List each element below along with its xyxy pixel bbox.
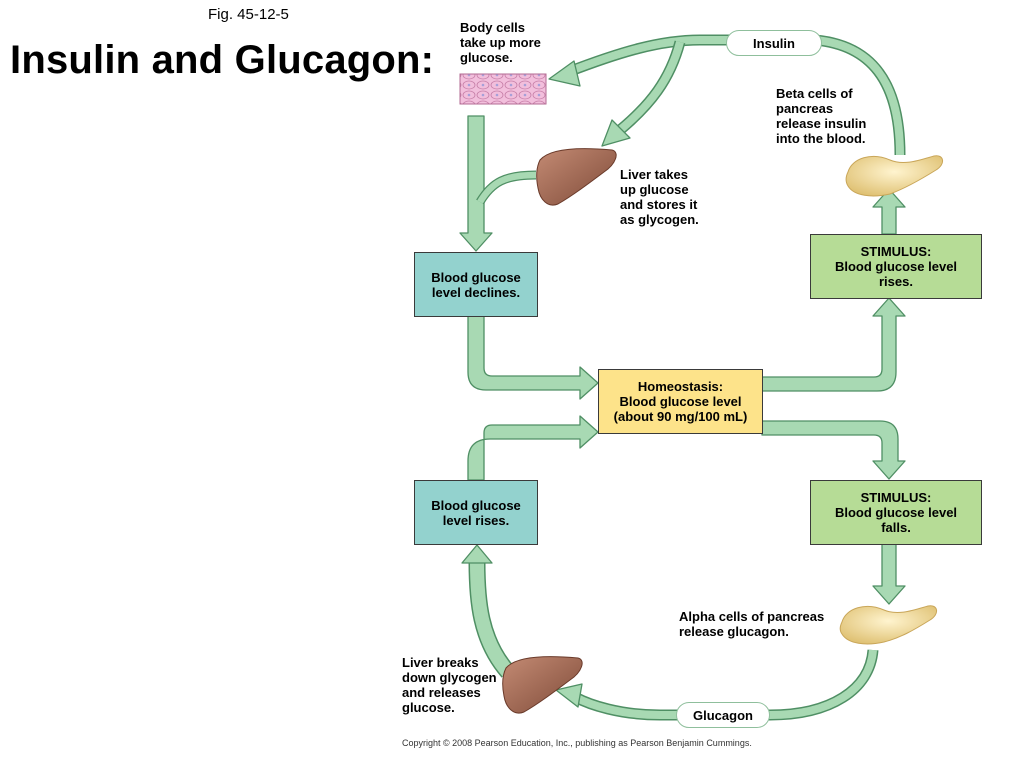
liver-bottom-image: [502, 656, 583, 714]
arrow-glucagon-head: [555, 683, 583, 708]
insulin-label: Insulin: [726, 30, 822, 56]
arrow-stimulus-to-pancreas: [872, 188, 906, 235]
stimulus-falls-box: STIMULUS: Blood glucose level falls.: [810, 480, 982, 545]
arrow-insulin-head: [548, 60, 581, 87]
liver-top-image: [536, 148, 617, 206]
figure-number: Fig. 45-12-5: [208, 6, 289, 23]
arrow-liver-merge-inner: [477, 171, 537, 204]
beta-cells-note: Beta cells of pancreas release insulin i…: [776, 86, 867, 146]
arrow-homeostasis-to-stimulus-rises: [761, 297, 906, 392]
glucose-rises-box: Blood glucose level rises.: [414, 480, 538, 545]
arrow-homeostasis-to-stimulus-falls: [761, 420, 906, 480]
arrow-declines-to-homeostasis: [467, 315, 599, 400]
homeostasis-box: Homeostasis: Blood glucose level (about …: [598, 369, 763, 434]
arrow-cells-to-declines: [459, 115, 493, 252]
copyright-notice: Copyright © 2008 Pearson Education, Inc.…: [402, 738, 752, 748]
pancreas-top-image: [845, 155, 943, 197]
arrow-liver-to-rises-inner: [470, 561, 514, 677]
arrow-insulin-branch-inner: [617, 40, 684, 134]
arrow-glucagon-inner: [573, 649, 877, 719]
liver-breaks-note: Liver breaks down glycogen and releases …: [402, 655, 497, 715]
arrow-liver-to-rises-head: [461, 544, 493, 564]
alpha-cells-note: Alpha cells of pancreas release glucagon…: [679, 609, 825, 639]
arrow-stimulus-falls-to-pancreas: [872, 543, 906, 605]
pancreas-bottom-image: [839, 605, 937, 645]
arrow-rises-to-homeostasis: [467, 415, 599, 481]
stimulus-rises-box: STIMULUS: Blood glucose level rises.: [810, 234, 982, 299]
body-cells-image: [459, 73, 547, 105]
slide-title: Insulin and Glucagon:: [10, 38, 435, 82]
body-cells-note: Body cells take up more glucose.: [460, 20, 541, 65]
liver-takes-note: Liver takes up glucose and stores it as …: [620, 167, 699, 227]
glucagon-label: Glucagon: [676, 702, 770, 728]
glucose-declines-box: Blood glucose level declines.: [414, 252, 538, 317]
arrow-insulin-branch-head: [601, 119, 631, 147]
